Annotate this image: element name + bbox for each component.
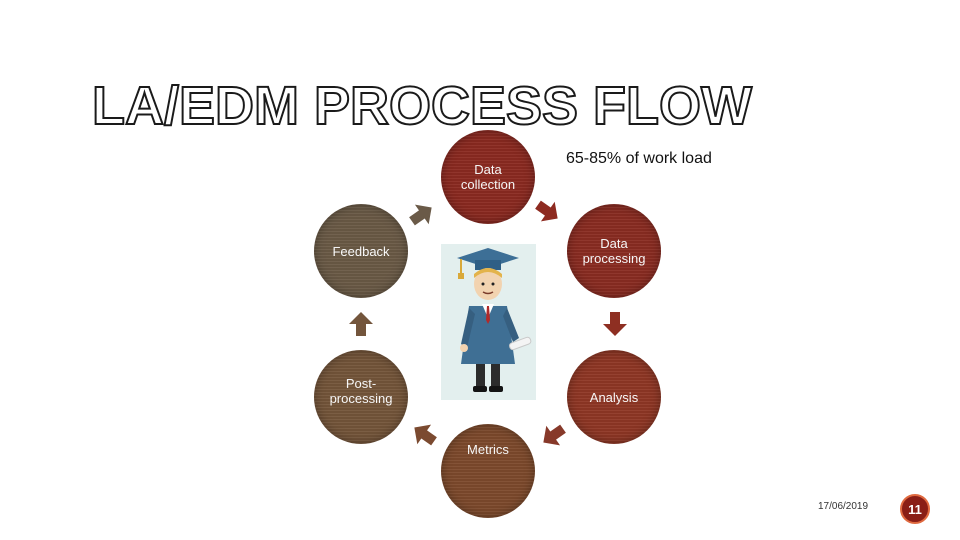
graduate-figure-panel: [441, 244, 536, 400]
node-data-collection-line-1: Data: [474, 162, 502, 177]
node-post-processing-line-2: processing: [329, 391, 393, 406]
node-post-processing-line-1: Post-: [345, 376, 377, 391]
node-metrics: Metrics: [441, 424, 535, 518]
node-feedback: Feedback: [314, 204, 408, 298]
node-feedback-line-1: Feedback: [332, 243, 390, 259]
node-data-processing-line-2: processing: [582, 251, 646, 266]
slide-title: LA/EDM PROCESS FLOW: [91, 75, 753, 137]
node-metrics-line-1: Metrics: [467, 441, 509, 457]
arrow-icon: [349, 312, 373, 336]
node-data-collection: Data collection: [441, 130, 535, 224]
arrow-icon: [409, 204, 432, 226]
arrow-icon: [535, 200, 558, 222]
workload-annotation: 65-85% of work load: [566, 150, 712, 167]
slide-date: 17/06/2019: [818, 501, 869, 512]
node-data-processing: Data processing: [567, 204, 661, 298]
node-data-processing-line-1: Data: [600, 236, 628, 251]
node-data-collection-line-2: collection: [460, 177, 516, 192]
graduate-student-icon: [457, 248, 532, 392]
arrow-icon: [543, 424, 566, 446]
node-analysis: Analysis: [567, 350, 661, 444]
page-number-badge: 11: [900, 494, 930, 524]
arrow-icon: [603, 312, 627, 336]
node-analysis-line-1: Analysis: [589, 389, 639, 405]
node-post-processing: Post- processing: [314, 350, 408, 444]
arrow-icon: [414, 424, 437, 446]
